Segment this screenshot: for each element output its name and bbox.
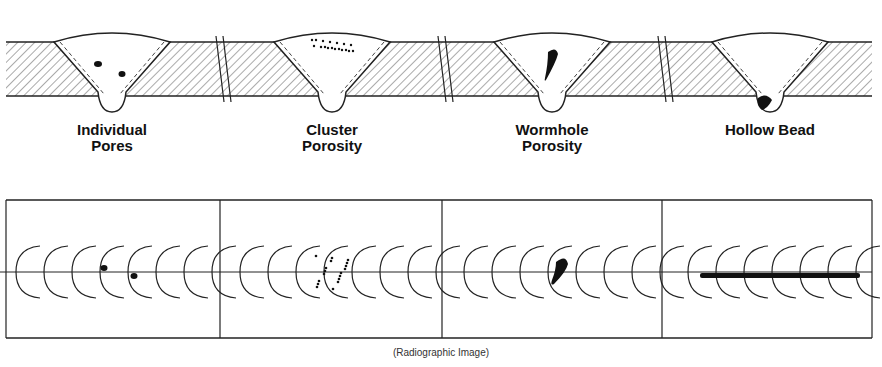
pore-dot	[320, 46, 322, 48]
fusion-line	[500, 42, 604, 94]
pore-dot	[313, 45, 315, 47]
panel-divider	[441, 200, 442, 338]
pore-dot	[345, 265, 348, 268]
weld-section	[494, 33, 610, 112]
pore-dot	[343, 43, 345, 45]
pore-dot	[347, 259, 350, 262]
panel-edge	[871, 200, 872, 338]
panel-divider	[219, 200, 220, 338]
break-mark	[223, 36, 231, 102]
pore-dot	[324, 270, 327, 273]
pore-dot	[340, 272, 343, 275]
pore-dot	[315, 255, 318, 258]
pore-dot	[345, 49, 347, 51]
pore-dot	[336, 42, 338, 44]
fusion-line	[280, 42, 384, 94]
pore-dot	[318, 280, 321, 283]
pore-dot	[350, 44, 352, 46]
defect-label: Cluster Porosity	[280, 122, 384, 154]
pore-dot	[324, 46, 326, 48]
fusion-line	[718, 42, 822, 94]
pore-dot	[311, 39, 313, 41]
pore-dot	[341, 49, 343, 51]
pore-dot	[322, 40, 324, 42]
weld-section	[712, 33, 828, 112]
pore-dot	[327, 47, 329, 49]
pore-dot	[331, 47, 333, 49]
break-mark	[216, 36, 224, 102]
pore-dot	[334, 48, 336, 50]
pore-dot	[338, 278, 341, 281]
pore-dot	[332, 288, 335, 291]
pore-dot	[338, 48, 340, 50]
break-mark	[438, 36, 446, 102]
panel-divider	[661, 200, 662, 338]
pore-dot	[325, 267, 328, 270]
defect-label: Wormhole Porosity	[500, 122, 604, 154]
pore-dot	[316, 286, 319, 289]
pore-dot	[329, 41, 331, 43]
pore-dot	[346, 262, 349, 265]
pore-dot	[317, 283, 320, 286]
pore-dot	[315, 39, 317, 41]
break-mark	[445, 36, 453, 102]
weld-section	[274, 33, 390, 112]
pore-dot	[323, 273, 326, 276]
break-mark	[658, 36, 666, 102]
panel-edge	[5, 200, 6, 338]
break-mark	[665, 36, 673, 102]
centre-line	[0, 272, 872, 273]
defect-label: Hollow Bead	[718, 122, 822, 138]
fusion-line	[60, 42, 164, 94]
caption: (Radiographic Image)	[390, 347, 492, 358]
pore-dot	[337, 281, 340, 284]
pore-dot	[331, 257, 334, 260]
defect-label: Individual Pores	[60, 122, 164, 154]
pore-dot	[352, 50, 354, 52]
pore-dot	[344, 268, 347, 271]
pore-dot	[348, 50, 350, 52]
pore-dot	[339, 275, 342, 278]
pore-dot	[330, 260, 333, 263]
weld-section	[54, 33, 170, 112]
